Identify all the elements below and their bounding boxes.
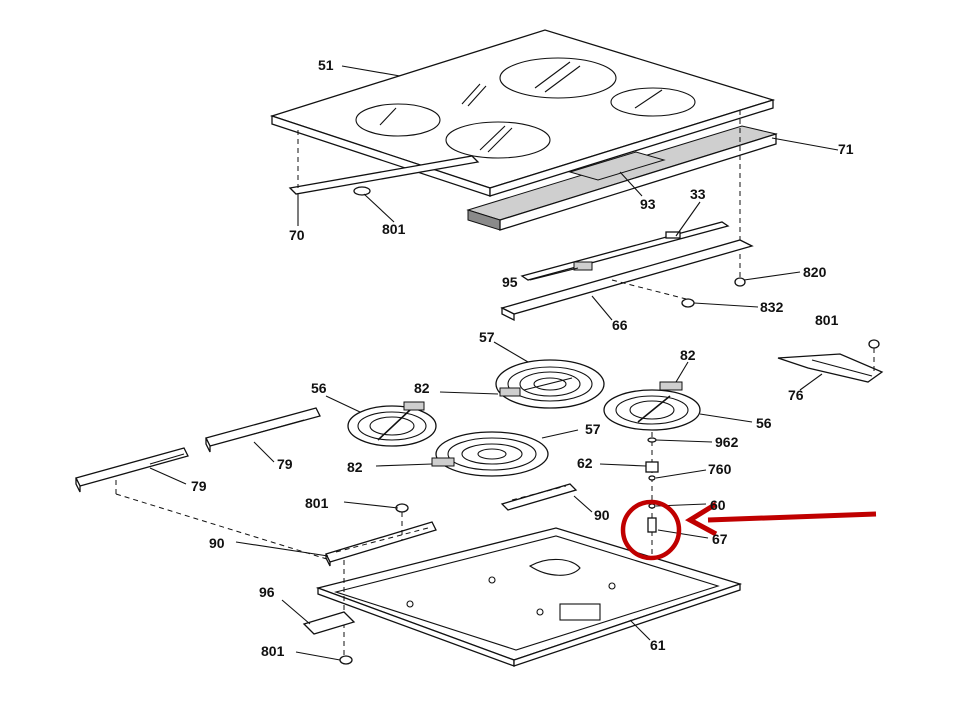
part-label: 90 (209, 535, 225, 551)
label-plate-93 (568, 151, 666, 181)
part-label: 61 (650, 637, 666, 653)
element-56-right (603, 381, 701, 431)
highlight-annotation (620, 499, 877, 561)
part-label: 801 (382, 221, 406, 237)
element-57-bottom (431, 431, 549, 477)
base-pan-61 (115, 493, 743, 667)
part-label: 962 (715, 434, 739, 450)
bracket-76 (777, 339, 884, 383)
part-label: 82 (414, 380, 430, 396)
part-label: 60 (710, 497, 726, 513)
bracket-70 (288, 130, 480, 196)
highlight-circle (620, 499, 682, 561)
part-label: 801 (261, 643, 285, 659)
part-label: 57 (479, 329, 495, 345)
part-label: 760 (708, 461, 732, 477)
part-label: 33 (690, 186, 706, 202)
bracket-96 (302, 611, 356, 665)
part-label: 79 (191, 478, 207, 494)
leader-lines (149, 65, 839, 661)
element-56-left (347, 401, 437, 447)
part-label: 96 (259, 584, 275, 600)
highlight-arrow-shaft (707, 511, 877, 523)
part-label: 70 (289, 227, 305, 243)
part-label: 76 (788, 387, 804, 403)
part-label: 95 (502, 274, 518, 290)
part-label: 820 (803, 264, 827, 280)
part-label: 93 (640, 196, 656, 212)
part-labels: 51 71 70 801 93 33 95 820 832 66 801 57 … (191, 57, 854, 659)
part-label: 801 (305, 495, 329, 511)
part-label: 79 (277, 456, 293, 472)
rail-90-lower (325, 503, 437, 567)
part-label: 82 (347, 459, 363, 475)
part-label: 832 (760, 299, 784, 315)
part-label: 57 (585, 421, 601, 437)
part-label: 71 (838, 141, 854, 157)
part-label: 90 (594, 507, 610, 523)
rail-90-upper (500, 483, 578, 511)
part-label: 51 (318, 57, 334, 73)
part-label: 66 (612, 317, 628, 333)
part-label: 62 (577, 455, 593, 471)
highlight-arrow-head (684, 501, 718, 537)
part-label: 56 (756, 415, 772, 431)
element-57-top (495, 359, 605, 409)
part-label: 56 (311, 380, 327, 396)
rail-79-right (205, 407, 321, 453)
part-label: 67 (712, 531, 728, 547)
glass-cooktop (269, 29, 776, 197)
bracket-66 (500, 221, 754, 322)
rail-79-left (75, 447, 189, 494)
part-label: 82 (680, 347, 696, 363)
part-label: 801 (815, 312, 839, 328)
